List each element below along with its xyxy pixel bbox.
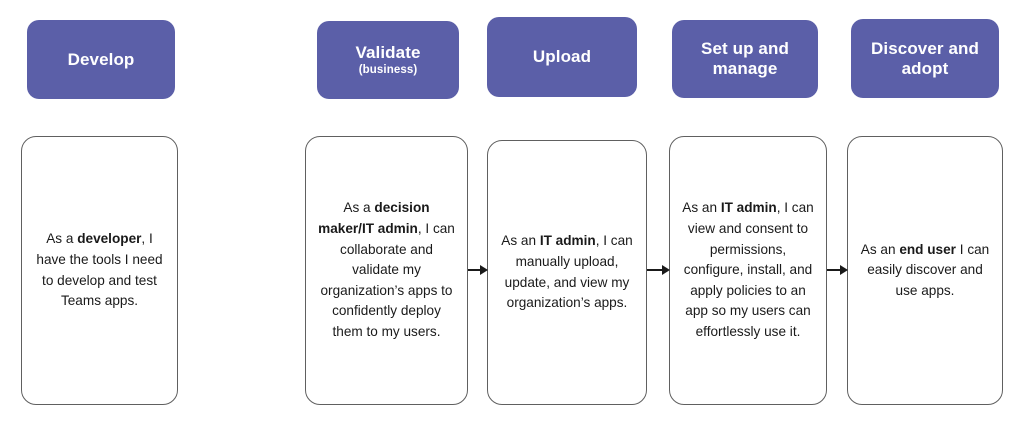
card-text-before: As a [343, 200, 375, 216]
card-text-before: As an [860, 241, 900, 257]
card-text-after: , I have the tools I need to develop and… [36, 231, 163, 309]
stage-title: Set up and manage [701, 39, 789, 78]
arrow-validate-to-upload [468, 264, 488, 276]
stage-title: Upload [532, 47, 592, 67]
arrow-upload-to-setup [647, 264, 670, 276]
card-persona: end user [899, 241, 956, 257]
stage-subtitle: (business) [358, 63, 418, 76]
card-persona: decision maker/IT admin [318, 200, 430, 236]
persona-card-text: As a developer, I have the tools I need … [32, 229, 167, 312]
card-text-before: As an [682, 200, 721, 216]
arrow-head-icon [480, 265, 488, 275]
arrow-setup-to-discover [827, 264, 848, 276]
stage-title: Develop [67, 49, 135, 69]
persona-card-text: As a decision maker/IT admin, I can coll… [316, 198, 457, 343]
card-persona: IT admin [539, 233, 596, 249]
arrow-shaft [827, 269, 841, 271]
persona-card-end-user[interactable]: As an end user I can easily discover and… [847, 136, 1003, 405]
card-text-after: , I can view and consent to permissions,… [683, 200, 814, 340]
card-text-after: , I can collaborate and validate my orga… [320, 220, 455, 340]
arrow-shaft [647, 269, 663, 271]
card-text-after: I can easily discover and use apps. [867, 241, 990, 298]
stage-header-develop[interactable]: Develop [27, 20, 175, 99]
persona-card-developer[interactable]: As a developer, I have the tools I need … [21, 136, 178, 405]
card-text-before: As a [46, 231, 78, 247]
stage-title: Discover and adopt [871, 38, 979, 78]
stage-header-upload[interactable]: Upload [487, 17, 637, 97]
persona-card-it-admin-upload[interactable]: As an IT admin, I can manually upload, u… [487, 140, 647, 405]
arrow-head-icon [662, 265, 670, 275]
persona-card-text: As an IT admin, I can view and consent t… [680, 198, 816, 343]
stage-header-setup-manage[interactable]: Set up and manage [672, 20, 818, 98]
persona-card-text: As an end user I can easily discover and… [858, 240, 992, 302]
stage-header-validate[interactable]: Validate (business) [317, 21, 459, 99]
stage-title: Validate [355, 42, 421, 62]
card-text-after: , I can manually upload, update, and vie… [504, 233, 633, 311]
card-persona: developer [77, 231, 142, 247]
persona-card-text: As an IT admin, I can manually upload, u… [498, 231, 636, 314]
arrow-shaft [468, 269, 481, 271]
arrow-head-icon [840, 265, 848, 275]
card-text-before: As an [501, 233, 540, 249]
persona-card-it-admin-manage[interactable]: As an IT admin, I can view and consent t… [669, 136, 827, 405]
persona-card-decision-maker[interactable]: As a decision maker/IT admin, I can coll… [305, 136, 468, 405]
stage-header-discover-adopt[interactable]: Discover and adopt [851, 19, 999, 98]
card-persona: IT admin [720, 200, 777, 216]
